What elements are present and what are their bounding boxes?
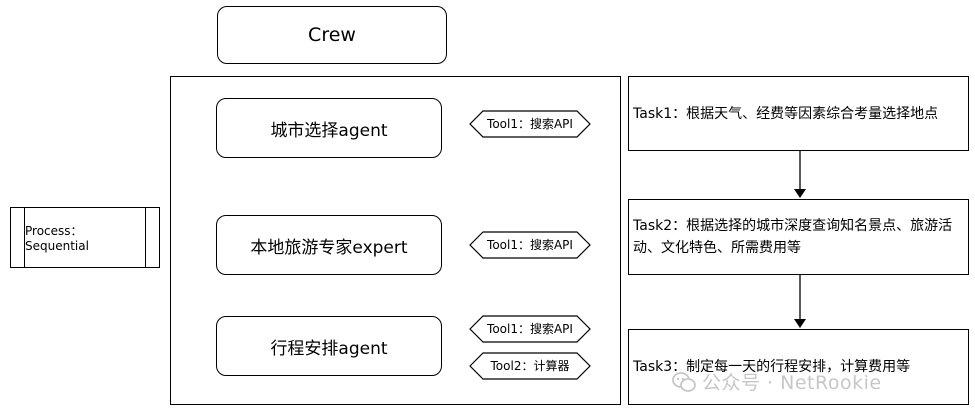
tool-calculator-agent3: Tool2：计算器 (469, 352, 591, 380)
tool-label: Tool1：搜索API (486, 321, 573, 336)
arrow-task1-to-task2 (794, 151, 806, 198)
watermark: 公众号 · NetRookie (672, 368, 882, 395)
task-box-3: Task3：制定每一天的行程安排，计算费用等 (628, 329, 969, 405)
watermark-text: 公众号 · NetRookie (702, 372, 882, 394)
process-box: Process：Sequential (10, 207, 160, 268)
process-left-bar (24, 208, 25, 267)
agent-label: 本地旅游专家expert (250, 237, 408, 258)
arrow-task2-to-task3 (794, 275, 806, 328)
task-box-1: Task1：根据天气、经费等因素综合考量选择地点 (628, 76, 969, 151)
task-label: Task1：根据天气、经费等因素综合考量选择地点 (633, 105, 939, 122)
agent-label: 行程安排agent (270, 338, 388, 359)
task-label: Task3：制定每一天的行程安排，计算费用等 (633, 359, 911, 375)
agent-box-city-selection: 城市选择agent (216, 98, 442, 158)
tool-search-api-agent3: Tool1：搜索API (469, 315, 591, 343)
agent-label: 城市选择agent (270, 120, 388, 141)
tool-label: Tool1：搜索API (486, 116, 573, 131)
crew-label: Crew (308, 24, 356, 46)
process-label: Process：Sequential (25, 224, 89, 253)
crew-box: Crew (217, 6, 447, 64)
tool-label: Tool1：搜索API (486, 237, 573, 252)
tool-search-api-agent2: Tool1：搜索API (469, 231, 591, 259)
wechat-icon (672, 371, 696, 392)
tool-label: Tool2：计算器 (490, 358, 570, 373)
process-right-bar (145, 208, 146, 267)
tool-search-api-agent1: Tool1：搜索API (469, 110, 591, 138)
agent-box-itinerary: 行程安排agent (216, 316, 442, 376)
agent-box-local-expert: 本地旅游专家expert (216, 215, 442, 275)
task-label: Task2：根据选择的城市深度查询知名景点、旅游活动、文化特色、所需费用等 (633, 218, 953, 256)
task-box-2: Task2：根据选择的城市深度查询知名景点、旅游活动、文化特色、所需费用等 (628, 199, 969, 275)
